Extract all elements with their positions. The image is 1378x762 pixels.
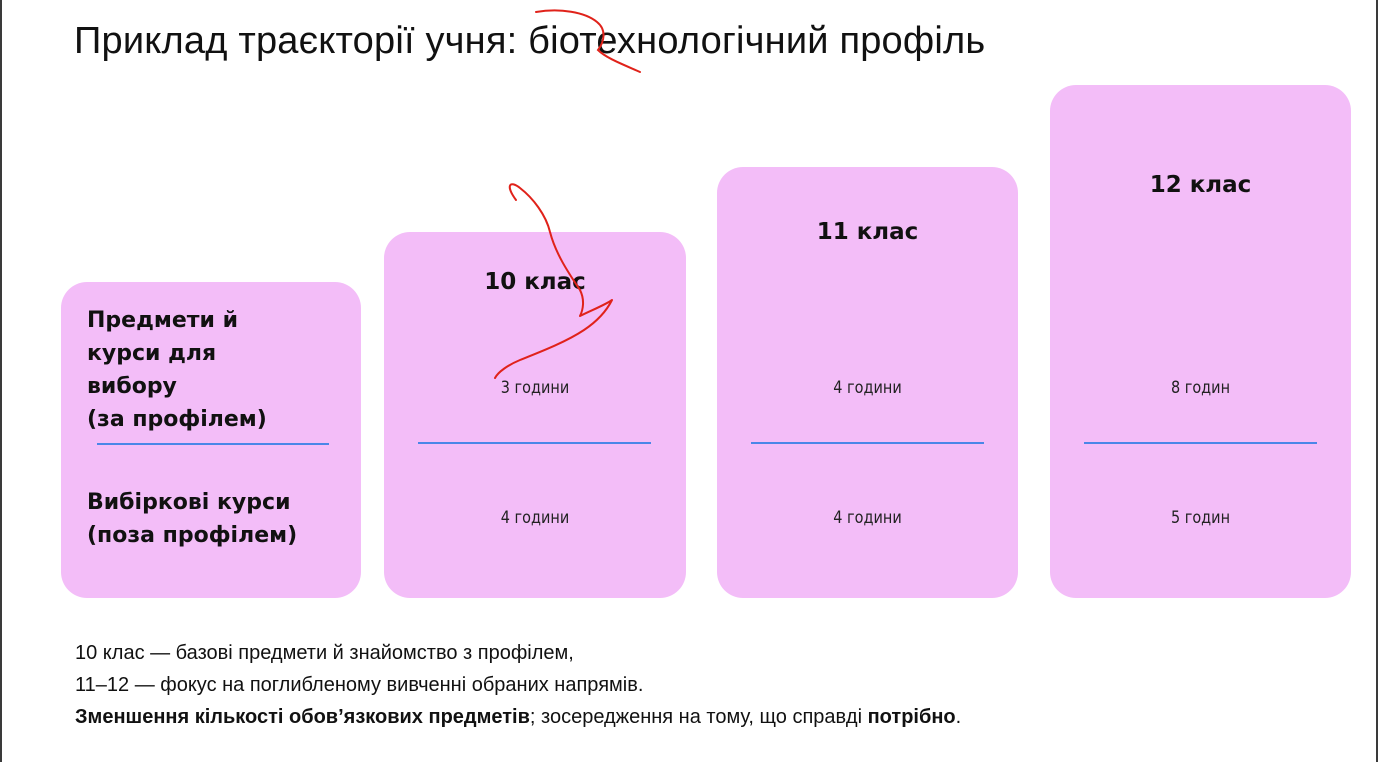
note-end: . — [955, 706, 962, 728]
profile-hours: 3 години — [500, 378, 570, 398]
notes-block: 10 клас — базові предмети й знайомство з… — [75, 637, 961, 733]
window-frame-left — [0, 0, 2, 762]
elective-hours: 5 годин — [1170, 508, 1231, 528]
window-frame-right — [1376, 0, 1378, 762]
slide-title: Приклад траєкторії учня: біотехнологічни… — [74, 20, 986, 62]
elective-hours: 4 години — [500, 508, 570, 528]
grade-card-10: 10 клас 3 години 4 години — [384, 232, 686, 598]
row-label-profile-subjects: Предмети й курси для вибору (за профілем… — [87, 308, 267, 432]
row-labels-card: Предмети й курси для вибору (за профілем… — [61, 282, 361, 598]
note-middle: ; зосередження на тому, що справді — [529, 706, 868, 728]
row-label-elective-courses: Вибіркові курси (поза профілем) — [87, 490, 298, 548]
grade-card-11: 11 клас 4 години 4 години — [717, 167, 1018, 598]
note-line-2: 11–12 — фокус на поглибленому вивченні о… — [75, 674, 644, 696]
note-emphasis-end: потрібно — [867, 706, 956, 728]
profile-hours: 8 годин — [1170, 378, 1231, 398]
grade-title: 10 клас — [484, 269, 586, 295]
separator-line — [751, 442, 984, 444]
profile-hours: 4 години — [833, 378, 902, 398]
elective-hours: 4 години — [833, 508, 902, 528]
grade-title: 12 клас — [1149, 172, 1252, 198]
separator-line — [1084, 442, 1317, 444]
note-line-1: 10 клас — базові предмети й знайомство з… — [75, 642, 574, 664]
separator-line — [418, 442, 651, 444]
note-line-3: Зменшення кількості обов’язкових предмет… — [75, 701, 961, 733]
grade-title: 11 клас — [816, 219, 919, 245]
grade-card-12: 12 клас 8 годин 5 годин — [1050, 85, 1351, 598]
separator-line — [97, 443, 329, 445]
note-emphasis-start: Зменшення кількості обов’язкових предмет… — [75, 706, 530, 728]
